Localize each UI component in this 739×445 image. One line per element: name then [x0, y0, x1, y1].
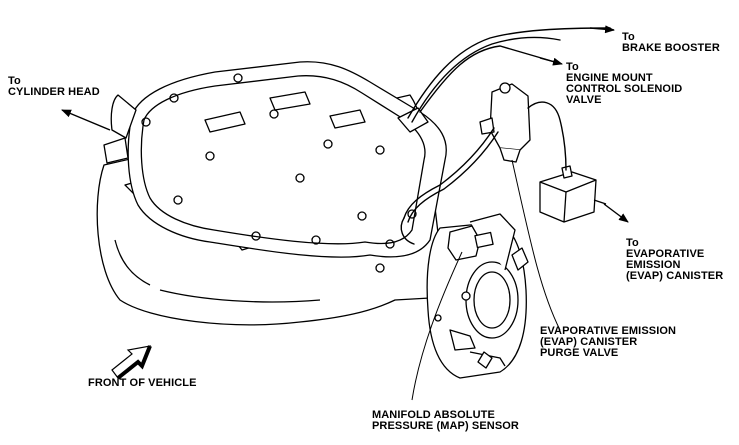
direction-arrows: [61, 25, 629, 223]
throttle-body: [426, 213, 529, 379]
intake-manifold: [96, 61, 447, 326]
label-evap-purge-valve: EVAPORATIVE EMISSION (EVAP) CANISTER PUR…: [540, 325, 677, 359]
label-front-of-vehicle: FRONT OF VEHICLE: [88, 377, 197, 389]
label-to-evap-canister: To EVAPORATIVE EMISSION (EVAP) CANISTER: [626, 237, 724, 282]
label-to-engine-mount-solenoid: To ENGINE MOUNT CONTROL SOLENOID VALVE: [566, 61, 683, 106]
leader-lines: [411, 159, 561, 401]
front-of-vehicle-arrow: [111, 345, 152, 380]
evap-canister-part: [539, 165, 607, 223]
map-sensor-part: [447, 225, 494, 261]
label-to-brake-booster: To BRAKE BOOSTER: [622, 31, 720, 54]
arrow-to-brake-booster: [589, 25, 615, 34]
label-map-sensor: MANIFOLD ABSOLUTE PRESSURE (MAP) SENSOR: [372, 409, 519, 432]
arrow-to-engine-mount: [539, 57, 563, 66]
arrow-to-cylinder-head: [61, 109, 111, 131]
vacuum-hoses: [400, 27, 611, 245]
purge-valve-part: [479, 82, 531, 163]
arrow-to-evap-canister: [603, 203, 629, 223]
label-to-cylinder-head: To CYLINDER HEAD: [8, 75, 100, 98]
